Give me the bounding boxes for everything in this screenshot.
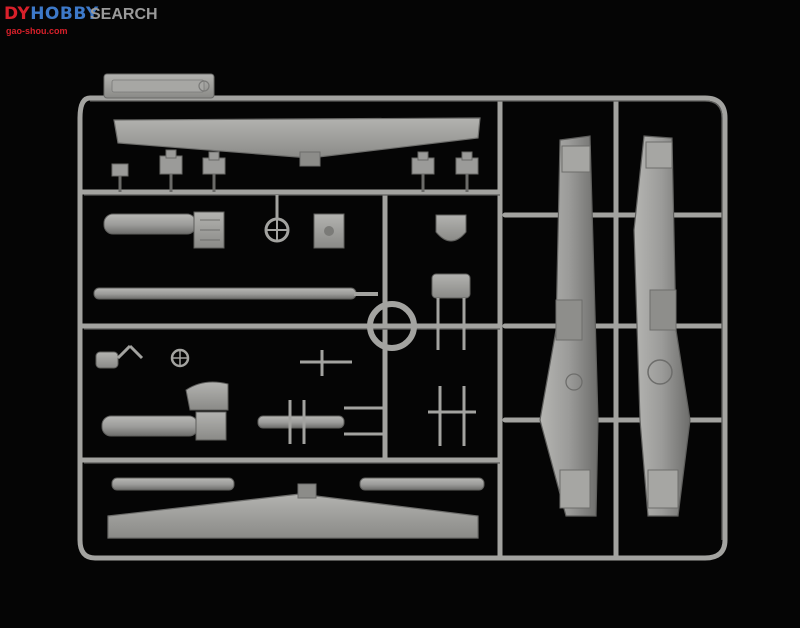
seat-parts-row	[111, 149, 479, 192]
shield-part	[185, 381, 229, 411]
mount-block	[313, 213, 345, 249]
watermark-logo: DYHOBBY	[4, 4, 99, 24]
frame-outer	[77, 95, 728, 561]
dome-part	[435, 214, 467, 242]
bottom-rod-right	[359, 477, 485, 491]
trail-part-right	[633, 135, 691, 517]
blade-plate-top	[113, 117, 481, 167]
blade-plate-bottom	[107, 483, 479, 539]
watermark-logo-text: HOBBY	[30, 4, 99, 24]
watermark-logo-highlight: DY	[4, 4, 31, 24]
bottom-rod-left	[111, 477, 235, 491]
ring-runner	[367, 301, 417, 351]
recoil-assembly	[257, 400, 384, 444]
sprue-frame	[77, 95, 728, 561]
watermark-search-text: SEARCH	[90, 6, 158, 23]
handwheel-part-2	[170, 348, 190, 368]
barrel-part-1	[103, 211, 225, 249]
barrel-part-2	[101, 411, 227, 441]
fork-part	[428, 386, 476, 446]
long-rod-part	[93, 287, 378, 300]
tripod-part	[95, 344, 144, 369]
handwheel-part-1	[264, 195, 290, 243]
lever-part	[300, 350, 352, 376]
frame-shadow	[84, 100, 723, 540]
cradle-part	[431, 273, 471, 350]
sprue-tab	[103, 73, 215, 99]
watermark-url: gao-shou.com	[6, 26, 68, 36]
site-watermark: DYHOBBY SEARCH gao-shou.com	[4, 4, 164, 38]
trail-part-left	[539, 135, 599, 517]
